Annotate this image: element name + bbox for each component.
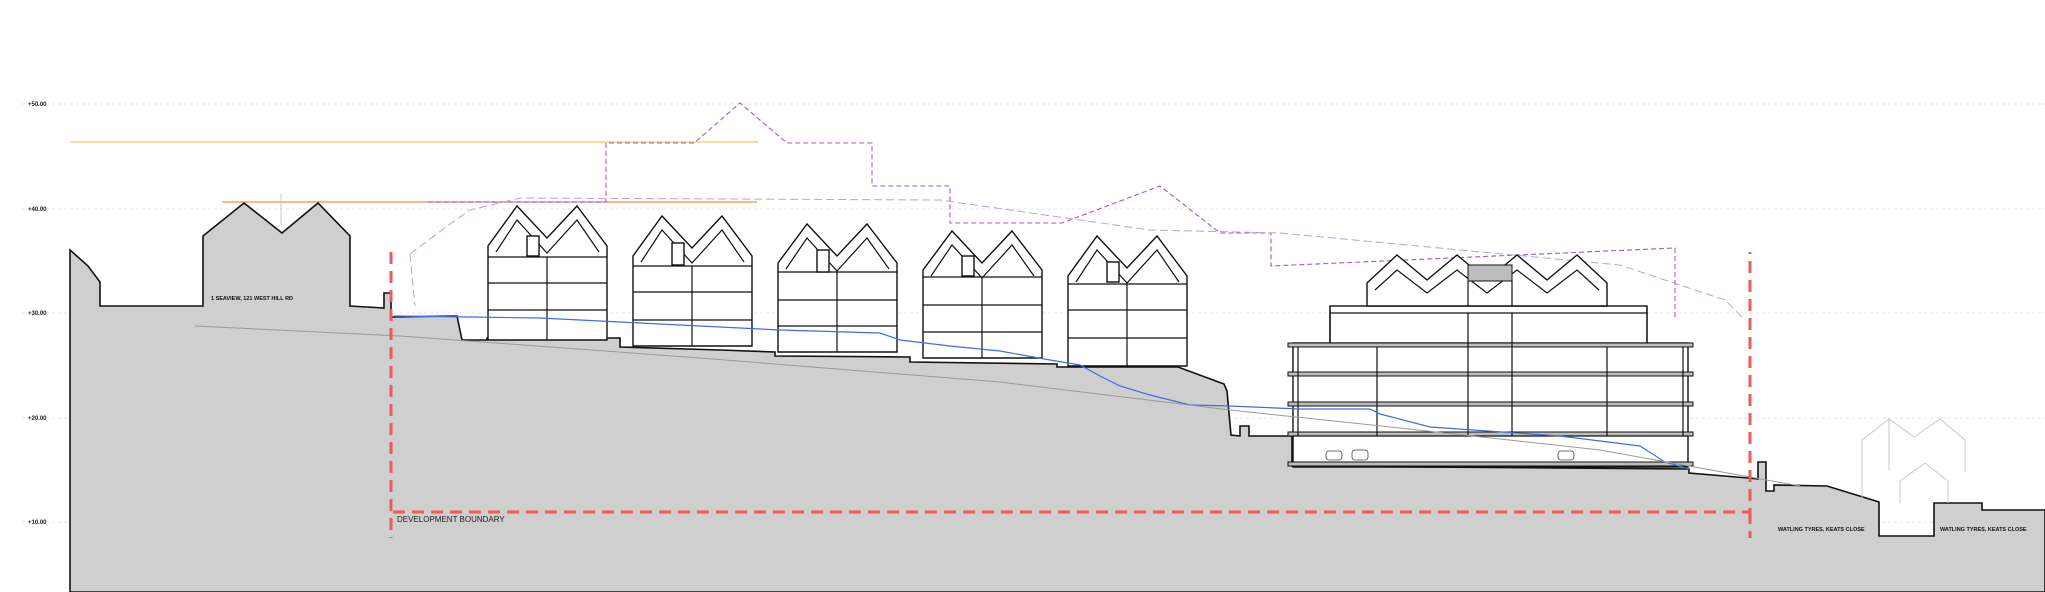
proposed-envelope-outline	[409, 197, 1746, 321]
existing-ground-line	[194, 325, 1801, 487]
neighbour-right-label-a: WATLING TYRES, KEATS CLOSE	[1778, 527, 1865, 533]
ground-profile	[69, 201, 2045, 592]
envelope-left-drop	[409, 253, 416, 307]
level-label-50: +50.00	[28, 102, 47, 108]
townhouse-4	[922, 229, 1043, 359]
level-label-40: +40.00	[28, 207, 47, 213]
neighbour-left-label: 1 SEAVIEW, 121 WEST HILL RD	[211, 296, 293, 302]
townhouse-3	[777, 222, 898, 353]
neighbour-building-right-ghost	[1861, 418, 1966, 503]
development-boundary	[389, 252, 1752, 538]
level-label-10: +10.00	[28, 520, 47, 526]
development-boundary-label: DEVELOPMENT BOUNDARY	[397, 515, 505, 524]
level-label-20: +20.00	[28, 416, 47, 422]
townhouse-2	[632, 214, 753, 347]
townhouse-1	[487, 204, 608, 341]
car-figures	[1325, 449, 1575, 461]
apartment-block	[1287, 254, 1694, 468]
watercourse-line	[393, 315, 1690, 470]
level-label-30: +30.00	[28, 311, 47, 317]
townhouse-5	[1067, 234, 1188, 367]
neighbour-right-label-b: WATLING TYRES, KEATS CLOSE	[1940, 527, 2027, 533]
